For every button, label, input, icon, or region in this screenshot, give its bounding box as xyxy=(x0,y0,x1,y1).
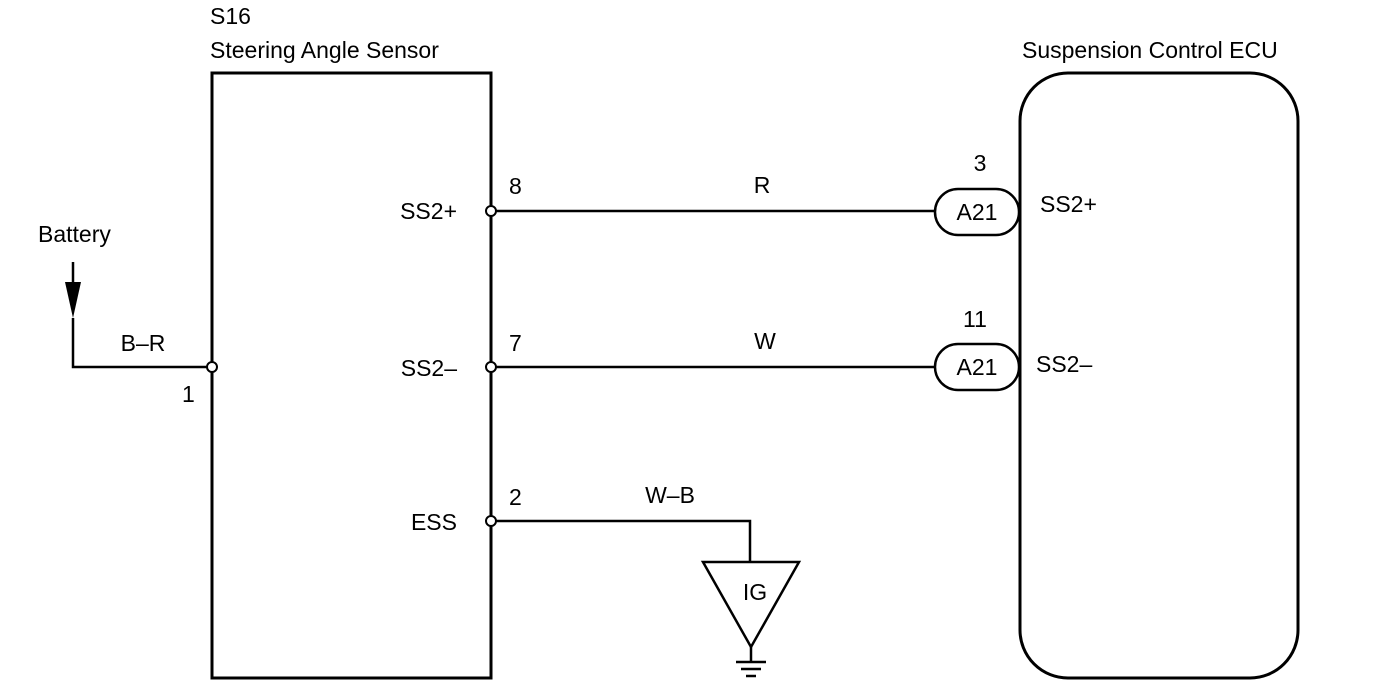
wire-ss2m-color: W xyxy=(754,328,776,354)
sensor-box xyxy=(210,71,493,680)
sensor-terminal-ss2p xyxy=(485,205,497,217)
sensor-pin-ss2m-number: 7 xyxy=(509,330,522,356)
sensor-terminal-ess xyxy=(485,515,497,527)
sensor-pin-ss2p-label: SS2+ xyxy=(400,198,457,224)
sensor-pin-ess-label: ESS xyxy=(411,509,457,535)
wire-ess-color: W–B xyxy=(645,482,695,508)
ecu-pin-ss2m-label: SS2– xyxy=(1036,351,1092,377)
ground-icon xyxy=(736,647,766,678)
wire-ess xyxy=(491,519,752,562)
ecu-connector-ss2m-label: A21 xyxy=(957,354,998,380)
ecu-connector-ss2p-label: A21 xyxy=(957,199,998,225)
ecu-pin-ss2m-number: 11 xyxy=(963,306,987,332)
ecu-box xyxy=(1018,71,1300,680)
sensor-pin-ss2p-number: 8 xyxy=(509,173,522,199)
ecu-pin-ss2p-label: SS2+ xyxy=(1040,191,1097,217)
sensor-terminal-ss2m xyxy=(485,361,497,373)
battery-label: Battery xyxy=(38,221,111,247)
sensor-name: Steering Angle Sensor xyxy=(210,37,439,63)
sensor-pin-batt-number: 1 xyxy=(182,381,195,407)
ecu-connector-ss2p xyxy=(933,187,1021,237)
wire-ss2p-color: R xyxy=(754,172,771,198)
battery-arrow-icon xyxy=(65,282,81,318)
ecu-name: Suspension Control ECU xyxy=(1022,37,1278,63)
ground-triangle xyxy=(700,560,802,650)
sensor-code: S16 xyxy=(210,3,251,29)
ecu-pin-ss2p-number: 3 xyxy=(974,150,987,176)
sensor-terminal-batt xyxy=(206,361,218,373)
sensor-pin-ss2m-label: SS2– xyxy=(401,355,457,381)
sensor-pin-ess-number: 2 xyxy=(509,484,522,510)
wire-battery-color: B–R xyxy=(121,330,166,356)
wire-battery xyxy=(71,318,211,369)
ecu-connector-ss2m xyxy=(933,342,1021,392)
ground-label: IG xyxy=(743,579,767,605)
